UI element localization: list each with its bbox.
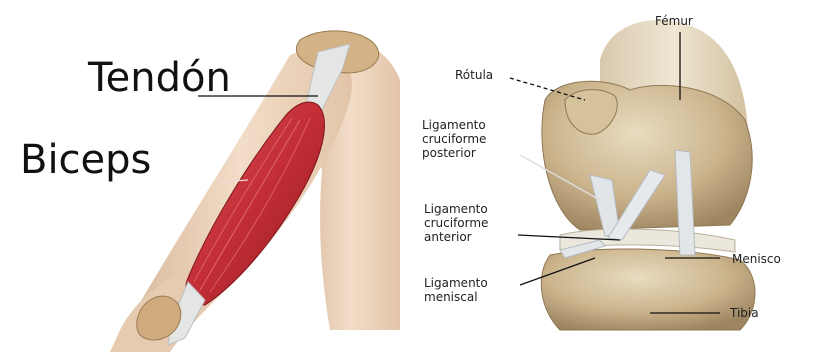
tendon-label: Tendón xyxy=(88,58,231,98)
posterior-ligament-line1: Ligamento xyxy=(422,118,486,132)
anterior-ligament-line2: cruciforme xyxy=(424,216,488,230)
rotula-label: Rótula xyxy=(455,68,493,82)
tibia-bone xyxy=(541,249,755,330)
femur-label: Fémur xyxy=(655,14,693,28)
tibia-label: Tibia xyxy=(730,306,759,320)
anterior-ligament-line1: Ligamento xyxy=(424,202,488,216)
posterior-ligament-label: Ligamento cruciforme posterior xyxy=(422,118,486,160)
meniscal-ligament-label: Ligamento meniscal xyxy=(424,276,488,304)
posterior-ligament-line3: posterior xyxy=(422,146,486,160)
meniscal-ligament-line2: meniscal xyxy=(424,290,488,304)
anterior-ligament-line3: anterior xyxy=(424,230,488,244)
posterior-ligament-line2: cruciforme xyxy=(422,132,486,146)
meniscal-ligament-line1: Ligamento xyxy=(424,276,488,290)
biceps-label: Biceps xyxy=(20,140,151,180)
menisco-label: Menisco xyxy=(732,252,781,266)
anterior-ligament-label: Ligamento cruciforme anterior xyxy=(424,202,488,244)
knee-drawing xyxy=(541,20,755,330)
